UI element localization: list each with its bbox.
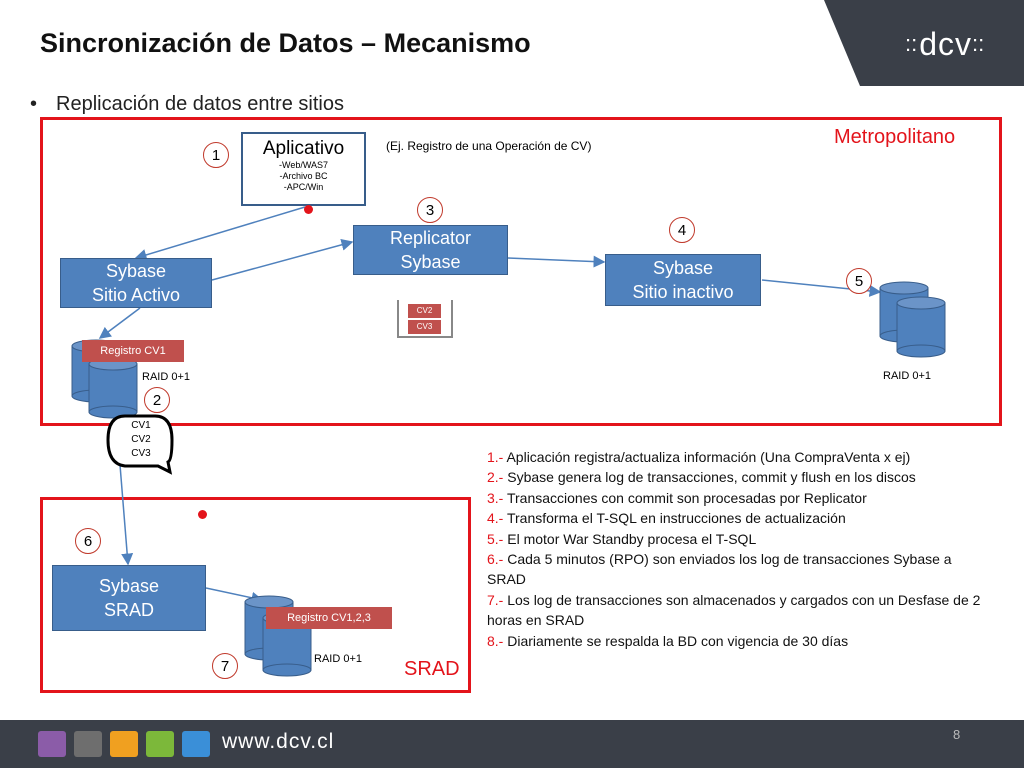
footer-badge-icon [182, 731, 210, 757]
raid-label-inactivo: RAID 0+1 [883, 370, 931, 382]
aplicativo-note: (Ej. Registro de una Operación de CV) [386, 139, 592, 153]
legend-item: 6.- Cada 5 minutos (RPO) son enviados lo… [487, 549, 987, 590]
registro-cv1-tag: Registro CV1 [82, 340, 184, 362]
aplicativo-title: Aplicativo [262, 138, 345, 159]
legend-item: 8.- Diariamente se respalda la BD con vi… [487, 631, 987, 651]
legend-text: El motor War Standby procesa el T-SQL [503, 530, 757, 547]
queue-bracket [397, 300, 453, 338]
footer-badge-icon [38, 731, 66, 757]
subtitle-text: Replicación de datos entre sitios [56, 93, 344, 115]
node-line: Sitio Activo [91, 285, 181, 305]
legend-num: 2.- [487, 469, 504, 486]
srad-label: SRAD [404, 658, 460, 680]
srad-region [40, 497, 471, 693]
legend-num: 7.- [487, 591, 504, 608]
node-line: Sitio inactivo [632, 282, 734, 302]
sybase-inactivo-node: Sybase Sitio inactivo [605, 254, 761, 306]
page-number: 8 [953, 727, 961, 742]
queue-item: CV3 [408, 320, 441, 334]
step-4-badge: 4 [669, 217, 695, 243]
logo-suffix-icon: :: [972, 31, 985, 56]
legend-text: Diariamente se respalda la BD con vigenc… [503, 632, 849, 649]
disk-activo-front [88, 357, 138, 419]
page-title: Sincronización de Datos – Mecanismo [40, 28, 531, 58]
aplicativo-line: -APC/Win [283, 182, 324, 192]
logo-dots-icon: :: [905, 31, 918, 56]
footer-url-link[interactable]: www.dcv.cl [222, 730, 335, 753]
step-7-badge: 7 [212, 653, 238, 679]
legend-text: Sybase genera log de transacciones, comm… [503, 469, 916, 486]
aplicativo-line: -Archivo BC [279, 171, 328, 181]
aplicativo-line: -Web/WAS7 [278, 160, 328, 170]
legend-text: Cada 5 minutos (RPO) son enviados los lo… [487, 551, 952, 588]
raid-label-activo: RAID 0+1 [142, 371, 190, 383]
aplicativo-box: Aplicativo -Web/WAS7 -Archivo BC -APC/Wi… [241, 132, 366, 206]
legend-item: 5.- El motor War Standby procesa el T-SQ… [487, 529, 987, 549]
legend-item: 4.- Transforma el T-SQL en instrucciones… [487, 508, 987, 528]
legend-item: 2.- Sybase genera log de transacciones, … [487, 467, 987, 487]
callout-bubble [106, 414, 174, 475]
node-line: Sybase [105, 261, 167, 281]
legend-num: 4.- [487, 510, 504, 527]
callout-line: CV3 [131, 448, 151, 459]
legend-num: 8.- [487, 632, 504, 649]
dcv-logo: ::dcv:: [905, 26, 986, 63]
step-6-badge: 6 [75, 528, 101, 554]
queue-item: CV2 [408, 304, 441, 318]
legend-num: 6.- [487, 551, 504, 568]
sybase-activo-node: Sybase Sitio Activo [60, 258, 212, 308]
marker-dot [304, 205, 313, 214]
callout-line: CV2 [131, 434, 151, 445]
sybase-srad-node: Sybase SRAD [52, 565, 206, 631]
step-2-badge: 2 [144, 387, 170, 413]
footer-badge-icon [110, 731, 138, 757]
raid-label-srad: RAID 0+1 [314, 653, 362, 665]
disk-inactivo-front [896, 296, 946, 358]
node-line: Replicator [389, 228, 472, 248]
callout-text: CV1 CV2 CV3 [128, 419, 154, 461]
legend-num: 1.- [487, 449, 504, 465]
legend-text: Aplicación registra/actualiza informació… [503, 449, 911, 465]
replicator-node: Replicator Sybase [353, 225, 508, 275]
subtitle-bullet: • Replicación de datos entre sitios [30, 93, 344, 116]
legend-num: 3.- [487, 489, 504, 506]
node-line: Sybase [98, 576, 160, 596]
marker-dot [198, 510, 207, 519]
legend-item: 7.- Los log de transacciones son almacen… [487, 590, 987, 631]
arrow-activo-to-disk [98, 307, 141, 339]
footer-badge-icon [146, 731, 174, 757]
logo-text: dcv [919, 26, 973, 62]
registro-cv123-tag: Registro CV1,2,3 [266, 607, 392, 629]
footer-badge-icon [74, 731, 102, 757]
legend-text: Los log de transacciones son almacenados… [487, 591, 981, 629]
bullet-icon: • [30, 93, 38, 115]
node-line: Sybase [400, 252, 461, 272]
step-1-badge: 1 [203, 142, 229, 168]
legend-text: Transacciones con commit son procesadas … [503, 489, 867, 506]
metropolitano-region [40, 117, 1002, 426]
node-line: SRAD [103, 600, 154, 620]
steps-legend: 1.- Aplicación registra/actualiza inform… [487, 447, 987, 651]
header-corner-band [824, 0, 1024, 86]
arrow-activo-to-replicator [211, 238, 354, 281]
metropolitano-label: Metropolitano [834, 126, 956, 148]
node-line: Sybase [652, 258, 714, 278]
arrow-replicator-to-inactivo [507, 255, 606, 268]
arrow-app-to-activo [134, 206, 306, 261]
step-5-badge: 5 [846, 268, 872, 294]
callout-line: CV1 [131, 420, 151, 431]
legend-text: Transforma el T-SQL en instrucciones de … [503, 510, 846, 527]
legend-num: 5.- [487, 530, 504, 547]
legend-item: 3.- Transacciones con commit son procesa… [487, 488, 987, 508]
step-3-badge: 3 [417, 197, 443, 223]
legend-item: 1.- Aplicación registra/actualiza inform… [487, 447, 987, 467]
